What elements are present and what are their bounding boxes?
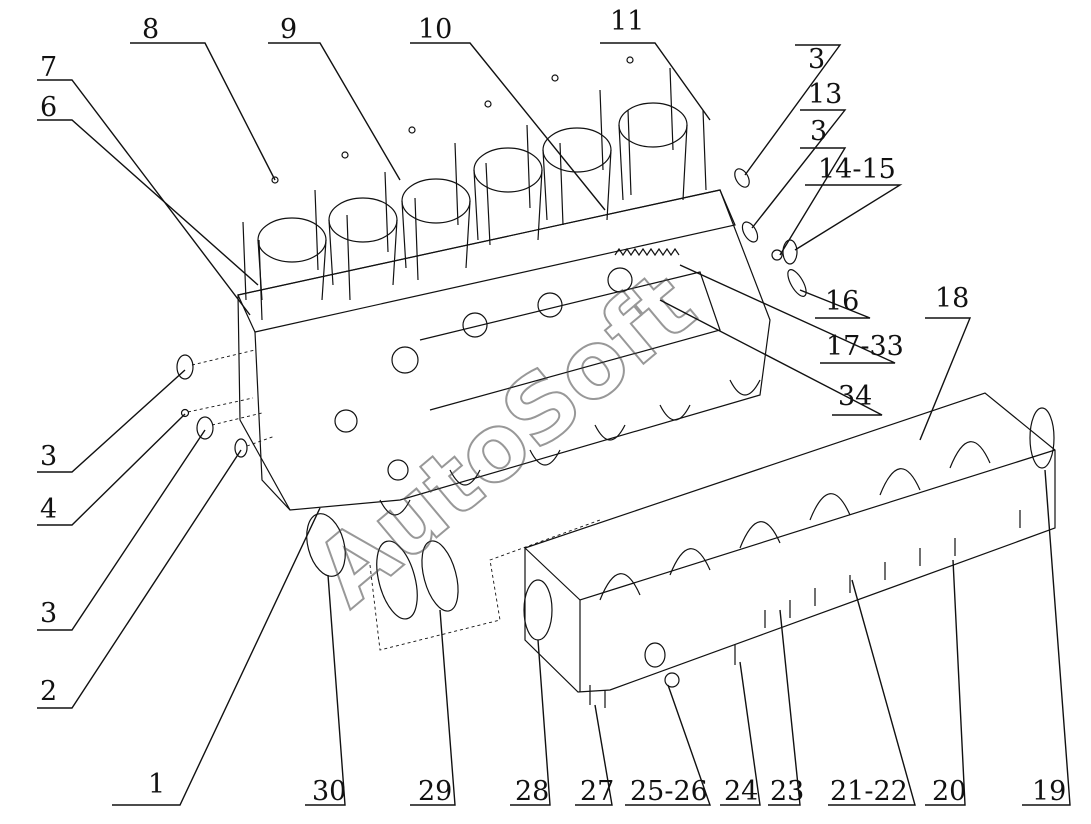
callout-20: 20	[932, 776, 966, 807]
callout-9: 9	[280, 14, 297, 45]
callout-2: 2	[40, 676, 57, 707]
crankcase-bedplate	[523, 392, 1056, 708]
callout-18: 18	[935, 283, 969, 314]
callout-21-22: 21-22	[830, 776, 908, 807]
callout-13: 13	[808, 79, 842, 110]
front-seal	[1029, 407, 1055, 469]
washer	[664, 672, 680, 688]
callout-7: 7	[40, 52, 57, 83]
plug	[607, 267, 633, 293]
plug	[537, 292, 563, 318]
callout-17-33: 17-33	[826, 331, 904, 362]
callout-3: 3	[808, 44, 825, 75]
callout-6: 6	[40, 92, 57, 123]
plug-leader-lines	[187, 349, 276, 447]
engine-block	[237, 56, 771, 516]
bearing-saddles	[379, 379, 761, 516]
callout-30: 30	[312, 776, 346, 807]
watermark-text: AutoSoft	[295, 251, 714, 627]
callout-leaders	[37, 42, 1071, 806]
callout-14-15: 14-15	[818, 154, 896, 185]
rear-seal	[523, 579, 553, 641]
callout-29: 29	[418, 776, 452, 807]
drain-plug	[644, 642, 666, 668]
right-side-parts	[734, 168, 807, 297]
loose-plugs-left	[176, 354, 248, 458]
callout-25-26: 25-26	[630, 776, 708, 807]
callout-23: 23	[770, 776, 804, 807]
callout-27: 27	[580, 776, 614, 807]
callout-labels: 1 2 3 3 3 3 4 6 7 8 9 10 11 13 14-15 16 …	[40, 6, 1066, 807]
bedplate-bolts	[589, 510, 1021, 708]
callout-8: 8	[142, 14, 159, 45]
plug	[387, 459, 409, 481]
callout-16: 16	[825, 286, 859, 317]
callout-19: 19	[1032, 776, 1066, 807]
cylinder-head-studs	[242, 67, 707, 321]
callout-11: 11	[610, 6, 644, 37]
callout-3: 3	[40, 598, 57, 629]
bolt-heads	[271, 56, 634, 184]
cylinder-liners	[257, 102, 688, 301]
callout-10: 10	[418, 14, 452, 45]
callout-3: 3	[810, 116, 827, 147]
callout-3: 3	[40, 441, 57, 472]
callout-28: 28	[515, 776, 549, 807]
spring	[614, 247, 680, 257]
bedplate-saddles	[599, 441, 991, 601]
plug	[334, 409, 358, 433]
plug	[462, 312, 488, 338]
callout-4: 4	[40, 494, 57, 525]
plug	[391, 346, 419, 374]
callout-34: 34	[838, 381, 872, 412]
callout-24: 24	[724, 776, 758, 807]
callout-1: 1	[148, 769, 165, 800]
